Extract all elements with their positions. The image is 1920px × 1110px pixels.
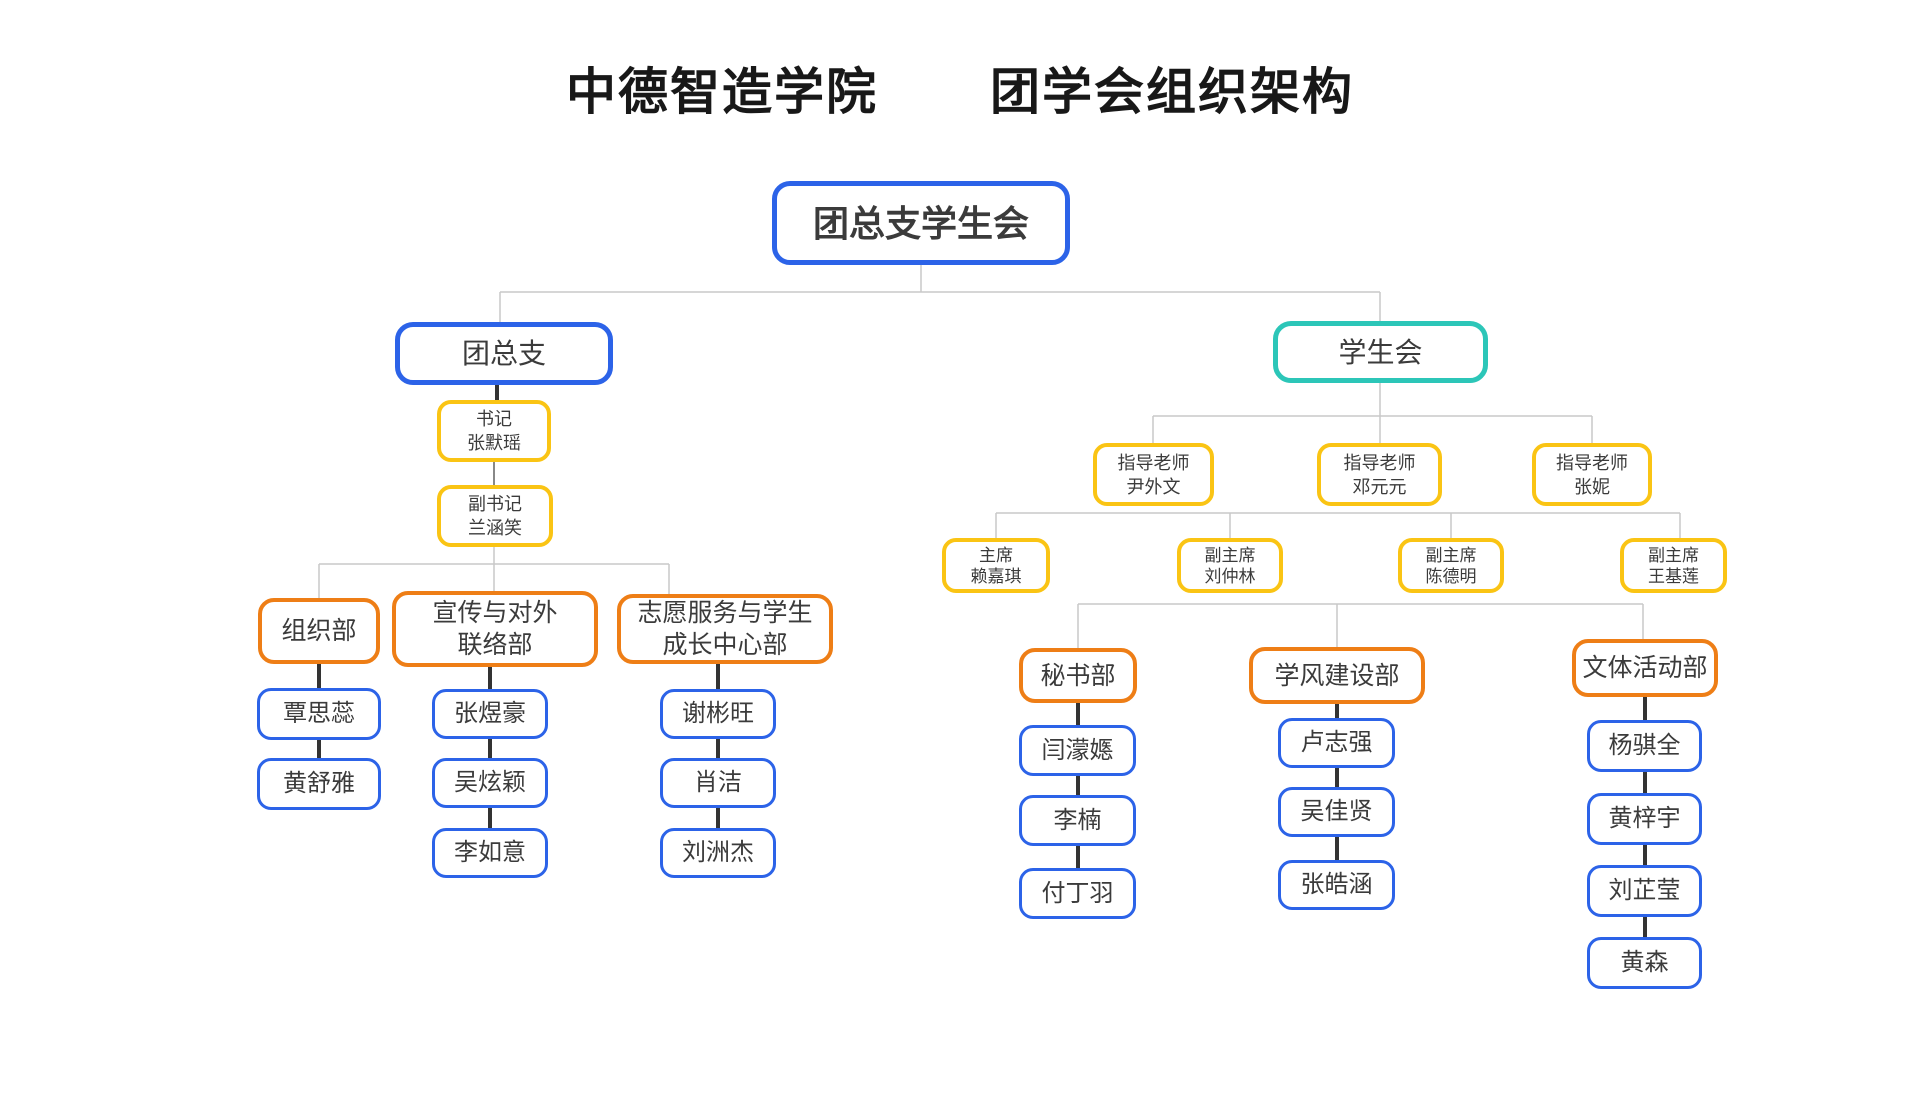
node-member[interactable]: 吴炫颖	[432, 758, 548, 808]
node-member[interactable]: 黄梓宇	[1587, 793, 1702, 845]
node-member[interactable]: 刘洲杰	[660, 828, 776, 878]
officer-role: 副主席	[1425, 545, 1477, 565]
node-member[interactable]: 覃思蕊	[257, 688, 381, 740]
node-secretary[interactable]: 书记 张默瑶	[437, 400, 551, 462]
vice-secretary-name: 兰涵笑	[468, 518, 522, 538]
advisor-role: 指导老师	[1117, 452, 1190, 473]
node-dept-culture-sports[interactable]: 文体活动部	[1572, 639, 1718, 697]
node-member[interactable]: 卢志强	[1278, 718, 1395, 768]
node-student-union[interactable]: 学生会	[1273, 321, 1488, 383]
node-advisor[interactable]: 指导老师 邓元元	[1317, 443, 1442, 506]
officer-role: 副主席	[1648, 545, 1699, 565]
node-vice-chairman[interactable]: 副主席 王基莲	[1620, 538, 1727, 593]
officer-role: 副主席	[1204, 545, 1256, 565]
stub-lines-dark	[317, 385, 1647, 937]
node-member[interactable]: 刘芷莹	[1587, 865, 1702, 917]
advisor-name: 尹外文	[1126, 476, 1181, 497]
node-member[interactable]: 黄舒雅	[257, 758, 381, 810]
advisor-role: 指导老师	[1343, 452, 1416, 473]
node-member[interactable]: 吴佳贤	[1278, 787, 1395, 837]
vice-secretary-role: 副书记	[468, 494, 522, 514]
bus-lines-light	[318, 265, 1681, 648]
node-member[interactable]: 张煜豪	[432, 689, 548, 739]
page-title: 中德智造学院 团学会组织架构	[0, 52, 1920, 124]
node-dept-study-style[interactable]: 学风建设部	[1249, 647, 1425, 704]
node-member[interactable]: 杨骐全	[1587, 720, 1702, 772]
officer-role: 主席	[979, 545, 1013, 565]
node-dept-secretariat[interactable]: 秘书部	[1019, 648, 1137, 703]
node-member[interactable]: 黄森	[1587, 937, 1702, 989]
node-league-branch[interactable]: 团总支	[395, 322, 613, 385]
node-member[interactable]: 付丁羽	[1019, 868, 1136, 919]
node-member[interactable]: 闫濛嫕	[1019, 725, 1136, 776]
officer-name: 王基莲	[1648, 566, 1699, 586]
node-dept-organization[interactable]: 组织部	[258, 598, 380, 664]
node-dept-volunteer[interactable]: 志愿服务与学生 成长中心部	[617, 594, 833, 664]
node-member[interactable]: 张皓涵	[1278, 860, 1395, 910]
node-vice-chairman[interactable]: 副主席 刘仲林	[1177, 538, 1283, 593]
node-member[interactable]: 肖洁	[660, 758, 776, 808]
advisor-name: 邓元元	[1352, 476, 1407, 497]
page-title-right: 团学会组织架构	[990, 64, 1354, 120]
node-root-committee[interactable]: 团总支学生会	[772, 181, 1070, 265]
advisor-role: 指导老师	[1556, 452, 1628, 473]
node-member[interactable]: 李楠	[1019, 795, 1136, 846]
officer-name: 刘仲林	[1204, 566, 1256, 586]
node-chairman[interactable]: 主席 赖嘉琪	[942, 538, 1050, 593]
node-advisor[interactable]: 指导老师 张妮	[1532, 443, 1652, 506]
officer-name: 赖嘉琪	[970, 566, 1022, 586]
secretary-name: 张默瑶	[467, 433, 521, 453]
secretary-role: 书记	[476, 409, 512, 429]
node-dept-publicity[interactable]: 宣传与对外 联络部	[392, 591, 598, 667]
node-member[interactable]: 李如意	[432, 828, 548, 878]
officer-name: 陈德明	[1425, 566, 1477, 586]
advisor-name: 张妮	[1574, 476, 1610, 497]
node-advisor[interactable]: 指导老师 尹外文	[1093, 443, 1214, 506]
node-member[interactable]: 谢彬旺	[660, 689, 776, 739]
node-vice-secretary[interactable]: 副书记 兰涵笑	[437, 485, 553, 547]
node-vice-chairman[interactable]: 副主席 陈德明	[1398, 538, 1504, 593]
page-title-left: 中德智造学院	[566, 64, 878, 120]
